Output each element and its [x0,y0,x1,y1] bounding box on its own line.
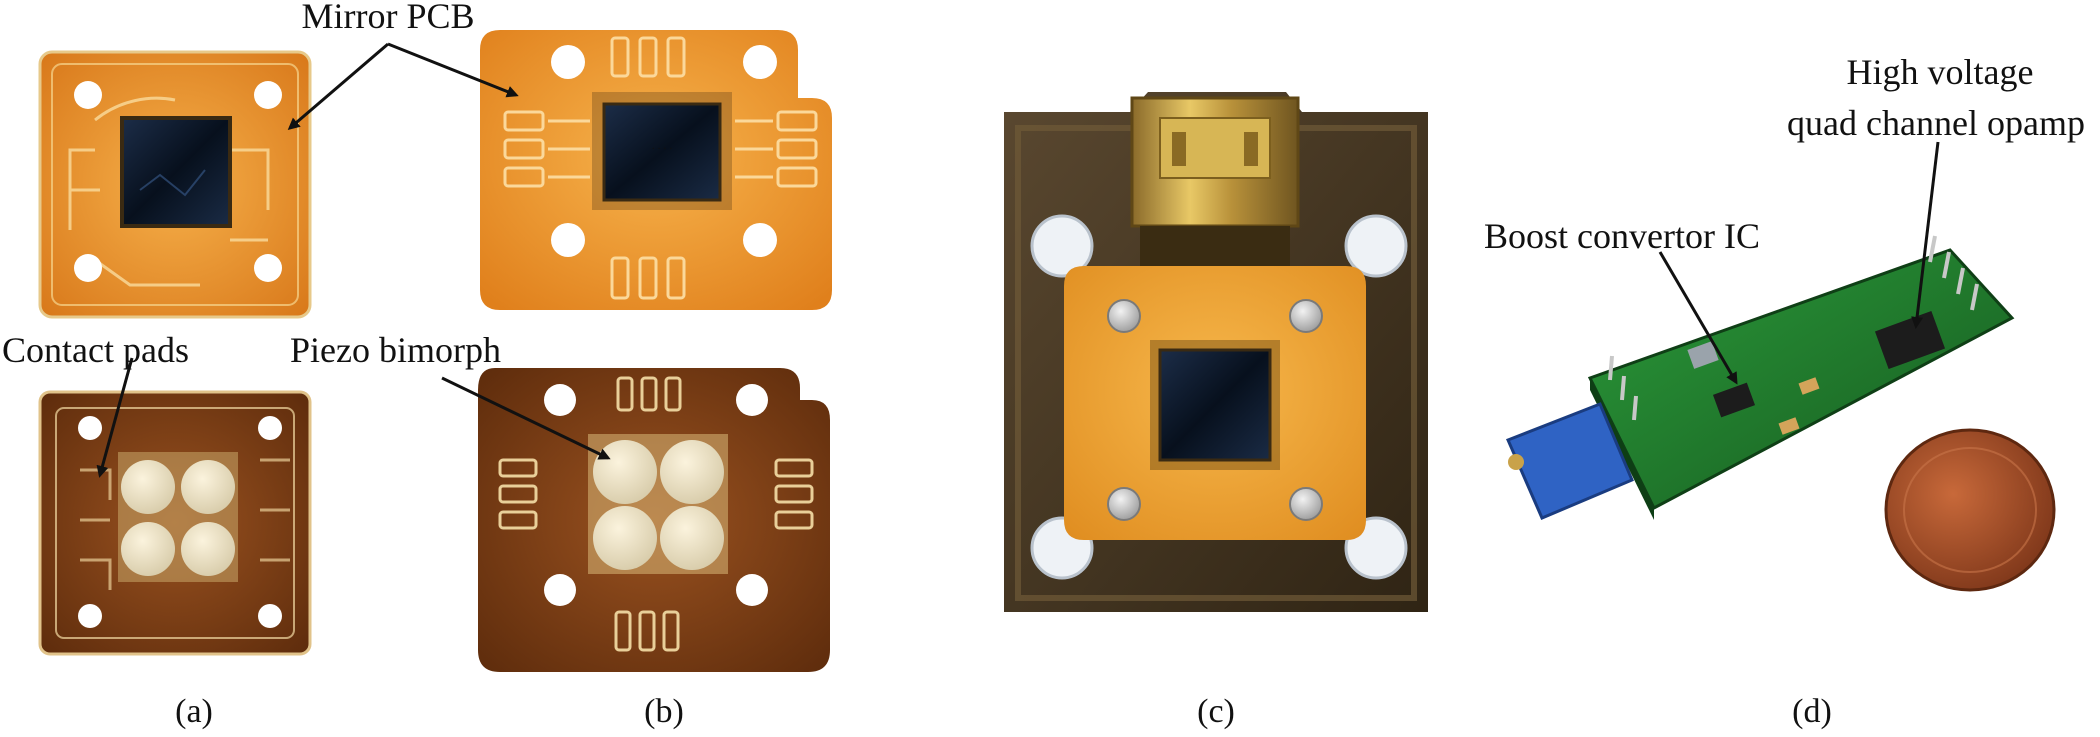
mount-hole [74,81,102,109]
piezo-disc [181,522,235,576]
mount-hole [258,416,282,440]
screw [1107,487,1141,521]
panel-b-mirror-pcb: · · · · [480,30,832,310]
piezo-disc [660,440,724,504]
svg-text:· · · ·: · · · · [652,144,673,155]
label-hv-line2: quad channel opamp [1787,103,2085,143]
panel-a-mirror-pcb [38,50,312,319]
mount-hole [258,604,282,628]
piezo-disc [593,440,657,504]
mount-hole [551,223,585,257]
piezo-disc [121,460,175,514]
label-boost-convertor: Boost convertor IC [1484,216,1760,256]
piezo-disc [593,506,657,570]
mount-hole [1030,214,1094,278]
mount-hole [544,384,576,416]
mirror-chip [1158,348,1272,462]
label-contact-pads: Contact pads [2,330,189,370]
annotation-arrows [96,42,1940,478]
mount-hole [254,81,282,109]
caption-d: (d) [1792,693,1832,730]
boost-converter-ic [1712,382,1756,418]
mount-hole [74,254,102,282]
coin [1884,428,2056,592]
screw [1289,299,1323,333]
mount-hole [78,604,102,628]
caption-b: (b) [644,693,684,730]
caption-c: (c) [1197,693,1235,730]
label-mirror-pcb: Mirror PCB [301,0,474,36]
panel-b-piezo-side [478,368,830,672]
mirror-chip [602,102,722,202]
panel-a-contact-pads-side [38,390,312,656]
piezo-disc [181,460,235,514]
trimmer-pot [1506,402,1634,520]
panel-c-mirror-holder [1004,92,1428,612]
mount-hole [736,384,768,416]
mount-hole [1344,214,1408,278]
mount-hole [551,45,585,79]
arrow-piezo-bimorph [441,376,611,460]
panel-d-driver-board [1506,235,2056,592]
caption-a: (a) [175,693,213,730]
mount-hole [743,45,777,79]
piezo-disc [660,506,724,570]
label-piezo-bimorph: Piezo bimorph [290,330,501,370]
mount-hole [743,223,777,257]
mount-hole [736,574,768,606]
arrow-contact-pads [96,357,134,478]
mount-hole [254,254,282,282]
mount-hole [544,574,576,606]
screw [1107,299,1141,333]
arrow-mirror-pcb-b [387,42,519,98]
opamp-ic [1874,310,1946,370]
arrow-mirror-pcb-a [287,42,389,130]
mirror-chip [120,116,232,228]
screw [1289,487,1323,521]
arrow-hv-opamp [1911,141,1940,329]
arrow-boost-convertor [1658,251,1738,385]
mount-hole [78,416,102,440]
label-hv-line1: High voltage [1847,52,2034,92]
piezo-disc [121,522,175,576]
